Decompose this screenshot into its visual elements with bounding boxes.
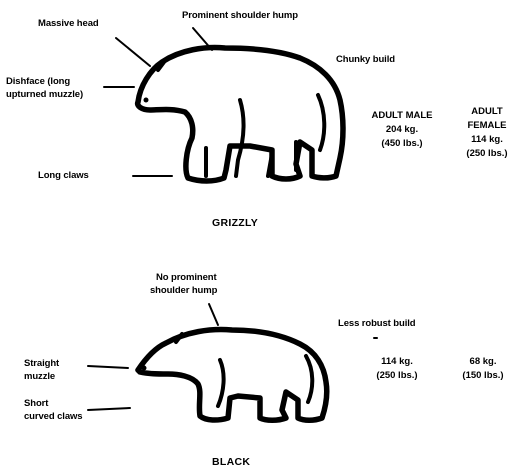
black-hindleg-contour [306, 356, 312, 402]
black-foreleg-contour [218, 360, 224, 406]
pointer-massive-head [116, 38, 150, 66]
label-short-claws-line2: curved claws [24, 411, 82, 422]
grizzly-male-kg: 204 kg. [354, 124, 450, 135]
grizzly-female-title-line2: FEMALE [456, 120, 518, 131]
label-long-claws: Long claws [38, 170, 89, 181]
grizzly-male-lbs: (450 lbs.) [354, 138, 450, 149]
label-massive-head: Massive head [38, 18, 99, 29]
grizzly-foreleg-contour [236, 100, 244, 176]
black-body-outline [138, 330, 327, 421]
grizzly-body-outline [138, 48, 343, 181]
label-straight-line2: muzzle [24, 371, 55, 382]
label-chunky-build: Chunky build [336, 54, 395, 65]
label-dishface-line2: upturned muzzle) [6, 89, 83, 100]
black-female-lbs: (150 lbs.) [448, 370, 518, 381]
grizzly-bear-drawing [138, 48, 343, 181]
grizzly-nose [144, 98, 149, 103]
grizzly-female-title-line1: ADULT [456, 106, 518, 117]
grizzly-female-kg: 114 kg. [456, 134, 518, 145]
caption-black: BLACK [212, 456, 250, 468]
grizzly-hindleg-contour [318, 95, 324, 150]
label-straight-line1: Straight [24, 358, 59, 369]
label-short-claws-line1: Short [24, 398, 48, 409]
label-dishface-line1: Dishface (long [6, 76, 70, 87]
label-no-hump-line2: shoulder hump [150, 285, 217, 296]
black-male-kg: 114 kg. [362, 356, 432, 367]
pointer-straight-muzzle [88, 366, 128, 368]
grizzly-male-title: ADULT MALE [354, 110, 450, 121]
caption-grizzly: GRIZZLY [212, 217, 258, 229]
label-no-hump-line1: No prominent [156, 272, 217, 283]
label-shoulder-hump: Prominent shoulder hump [182, 10, 298, 21]
pointer-short-claws [88, 408, 130, 410]
grizzly-female-lbs: (250 lbs.) [456, 148, 518, 159]
pointer-no-hump [209, 304, 218, 325]
label-less-robust: Less robust build [338, 318, 415, 329]
black-nose [142, 366, 147, 371]
black-male-lbs: (250 lbs.) [362, 370, 432, 381]
black-female-kg: 68 kg. [448, 356, 518, 367]
black-bear-drawing [138, 330, 327, 421]
